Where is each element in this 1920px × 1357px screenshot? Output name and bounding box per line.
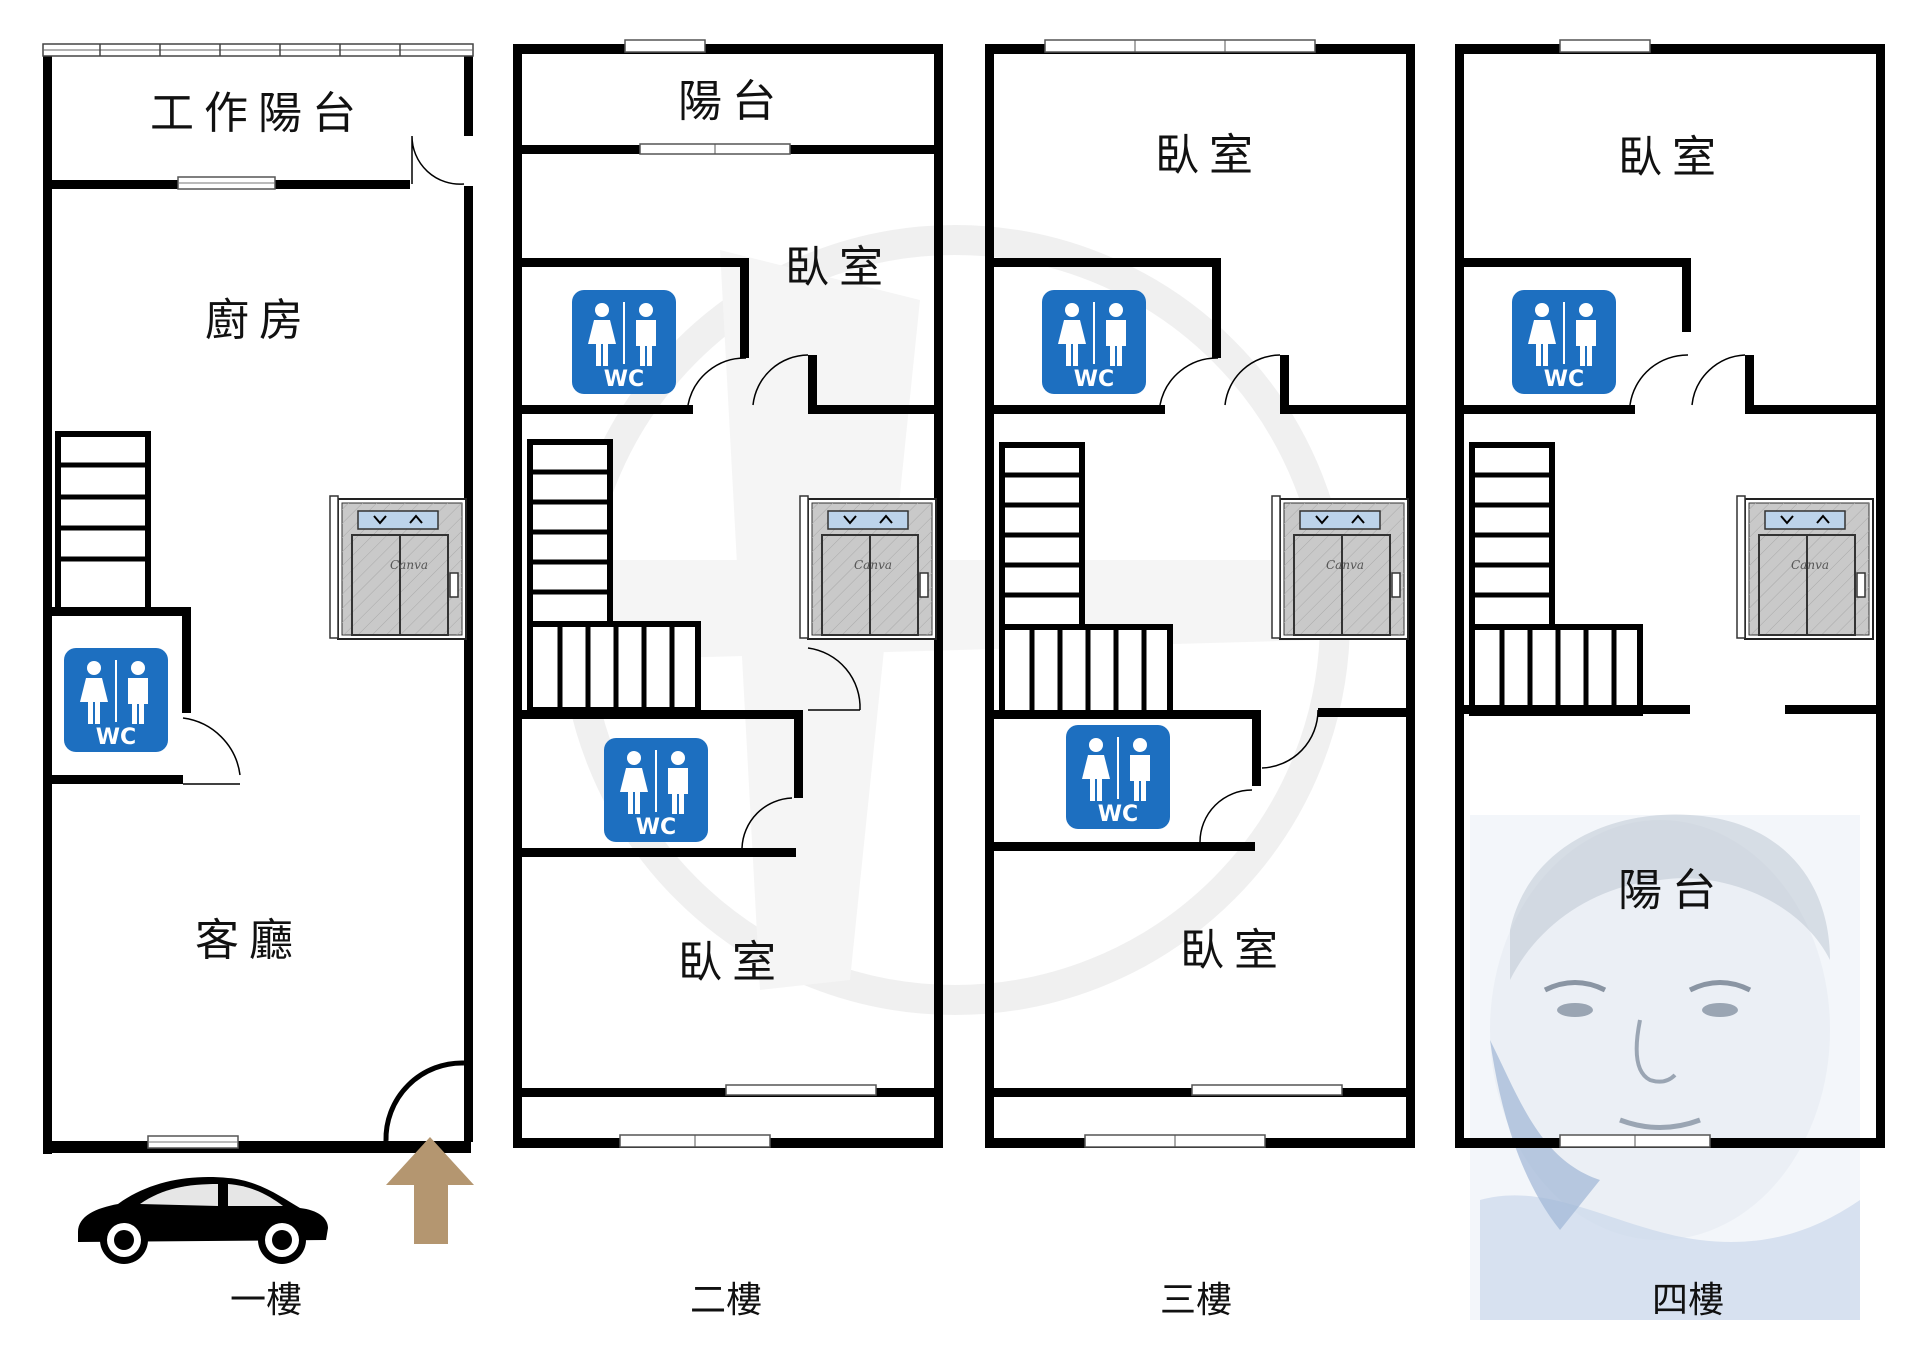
door <box>807 647 861 711</box>
room-label-bedroom: 臥室 <box>785 242 893 293</box>
svg-text:WC: WC <box>604 367 644 392</box>
floor-label-2: 二樓 <box>690 1280 762 1321</box>
door <box>1224 354 1281 406</box>
door <box>1629 354 1689 406</box>
door <box>411 135 465 185</box>
window <box>177 176 276 190</box>
floor-2: Canva <box>513 39 943 1148</box>
room-label-bedroom: 臥室 <box>1180 925 1288 976</box>
svg-text:Canva: Canva <box>390 558 428 572</box>
room-label-bedroom: 臥室 <box>1618 132 1726 183</box>
svg-text:WC: WC <box>96 725 136 750</box>
door <box>182 717 241 785</box>
door <box>687 357 747 406</box>
floor-3: Canva <box>985 39 1415 1148</box>
svg-text:WC: WC <box>1544 367 1584 392</box>
main-door <box>383 1060 465 1142</box>
door <box>1261 709 1319 769</box>
staircase <box>527 439 701 713</box>
restroom-icon: WC <box>1066 725 1170 829</box>
room-label-balcony: 陽台 <box>1618 865 1726 916</box>
restroom-icon: WC <box>1042 290 1146 394</box>
staircase <box>1469 442 1643 716</box>
room-label-bedroom: 臥室 <box>678 937 786 988</box>
entrance-arrow-icon <box>386 1137 474 1244</box>
svg-text:Canva: Canva <box>1791 558 1829 572</box>
room-label-work-balcony: 工作陽台 <box>150 88 366 139</box>
elevator-icon: Canva <box>807 498 937 640</box>
elevator-icon: Canva <box>1744 498 1874 640</box>
elevator-icon: Canva <box>337 498 467 640</box>
door <box>1159 357 1219 406</box>
window <box>147 1135 239 1149</box>
door <box>741 797 793 849</box>
restroom-icon: WC <box>64 648 168 752</box>
room-label-kitchen: 廚房 <box>205 295 313 346</box>
staircase <box>999 442 1173 716</box>
svg-text:WC: WC <box>1074 367 1114 392</box>
svg-text:Canva: Canva <box>1326 558 1364 572</box>
door <box>752 354 809 406</box>
floor-1: Canva <box>42 43 474 1154</box>
room-label-bedroom: 臥室 <box>1155 130 1263 181</box>
floor-label-3: 三樓 <box>1160 1280 1232 1321</box>
door <box>1691 354 1746 406</box>
elevator-icon: Canva <box>1279 498 1409 640</box>
svg-text:WC: WC <box>636 815 676 840</box>
svg-text:Canva: Canva <box>854 558 892 572</box>
restroom-icon: WC <box>572 290 676 394</box>
restroom-icon: WC <box>1512 290 1616 394</box>
room-label-balcony: 陽台 <box>678 76 786 127</box>
car-icon <box>78 1177 328 1264</box>
room-label-living-room: 客廳 <box>195 915 303 966</box>
restroom-icon: WC <box>604 738 708 842</box>
staircase <box>55 431 151 613</box>
floor-label-1: 一樓 <box>230 1280 302 1321</box>
door <box>1199 789 1253 843</box>
svg-text:WC: WC <box>1098 802 1138 827</box>
floor-4: Canva <box>1455 39 1885 1148</box>
floor-label-4: 四樓 <box>1652 1280 1724 1321</box>
